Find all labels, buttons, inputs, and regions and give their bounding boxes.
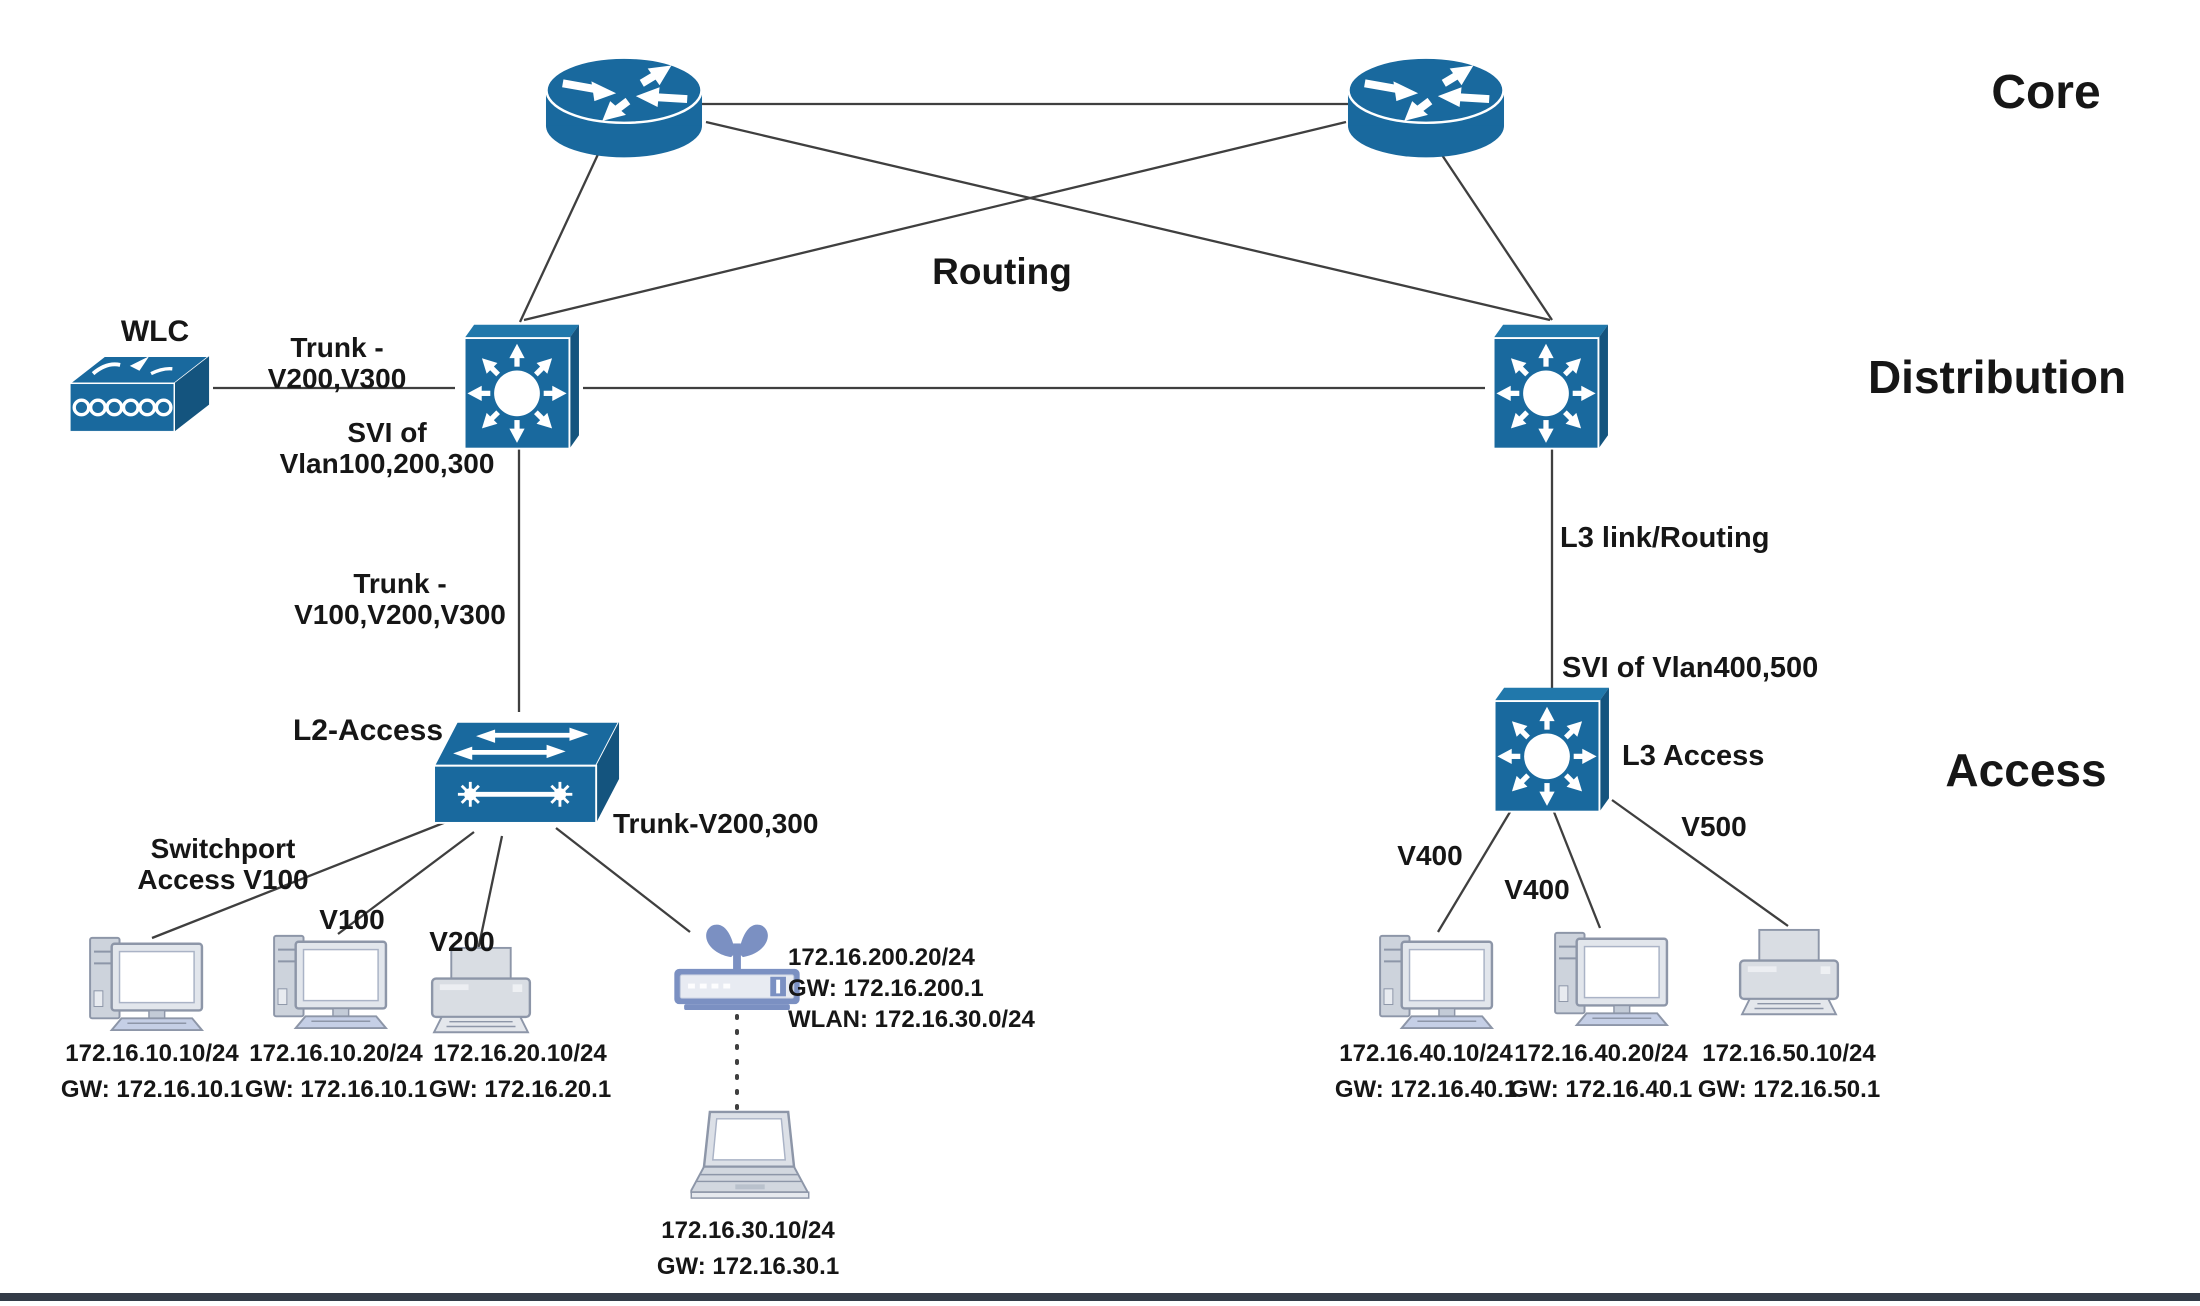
link-l2-pc1	[151, 820, 447, 940]
layer-label-distribution: Distribution	[1867, 351, 2127, 403]
link-l3-pc1	[1437, 811, 1511, 933]
link-core2-dist2	[1439, 151, 1553, 321]
l2-access-switch-icon	[415, 710, 620, 830]
trunk-access-label: Trunk -V100,V200,V300	[294, 568, 506, 631]
laptop-icon	[690, 1110, 810, 1202]
link-l2-printer	[476, 835, 504, 951]
core-router-2-icon	[1347, 56, 1505, 160]
bottom-edge-bar	[0, 1293, 2200, 1301]
routing-label: Routing	[932, 251, 1072, 292]
link-core1-dist1	[518, 149, 602, 323]
vlan-label-v100: V100	[319, 904, 385, 935]
core-router-1-icon	[545, 56, 703, 160]
wlc-icon	[66, 352, 211, 432]
distribution-switch-2-icon	[1482, 319, 1610, 462]
link-core1-dist2	[705, 120, 1551, 322]
pc3-icon	[1378, 928, 1496, 1032]
trunk-wlc-label: Trunk -V200,V300	[267, 332, 407, 395]
printer-right-icon	[1736, 928, 1842, 1020]
l3-link-label: L3 link/Routing	[1560, 522, 1770, 554]
access-point-icon	[672, 918, 802, 1012]
vlan-label-v400-mid: V400	[1504, 874, 1570, 905]
svi-right-label: SVI of Vlan400,500	[1562, 652, 1819, 684]
vlan-label-v200: V200	[429, 926, 495, 957]
l3-access-switch-icon	[1483, 682, 1611, 825]
layer-label-access: Access	[1945, 744, 2107, 796]
link-l2-ap	[555, 827, 691, 933]
wlc-label: WLC	[120, 315, 190, 348]
link-l2-pc2	[337, 831, 475, 935]
printer-left-icon	[428, 946, 534, 1038]
l3-access-label: L3 Access	[1622, 740, 1765, 772]
vlan-label-v400-left: V400	[1397, 840, 1463, 871]
pc4-icon	[1553, 925, 1671, 1029]
pc2-icon	[272, 928, 390, 1032]
link-l3-pc2	[1552, 811, 1602, 929]
vlan-label-v500: V500	[1681, 811, 1747, 842]
link-l3-printer	[1611, 799, 1789, 927]
trunk-ap-label: Trunk-V200,300	[613, 808, 819, 839]
layer-label-core: Core	[1991, 66, 2101, 119]
l2-access-label: L2-Access	[292, 714, 444, 747]
link-core2-dist1	[523, 120, 1347, 322]
pc1-icon	[88, 930, 206, 1034]
